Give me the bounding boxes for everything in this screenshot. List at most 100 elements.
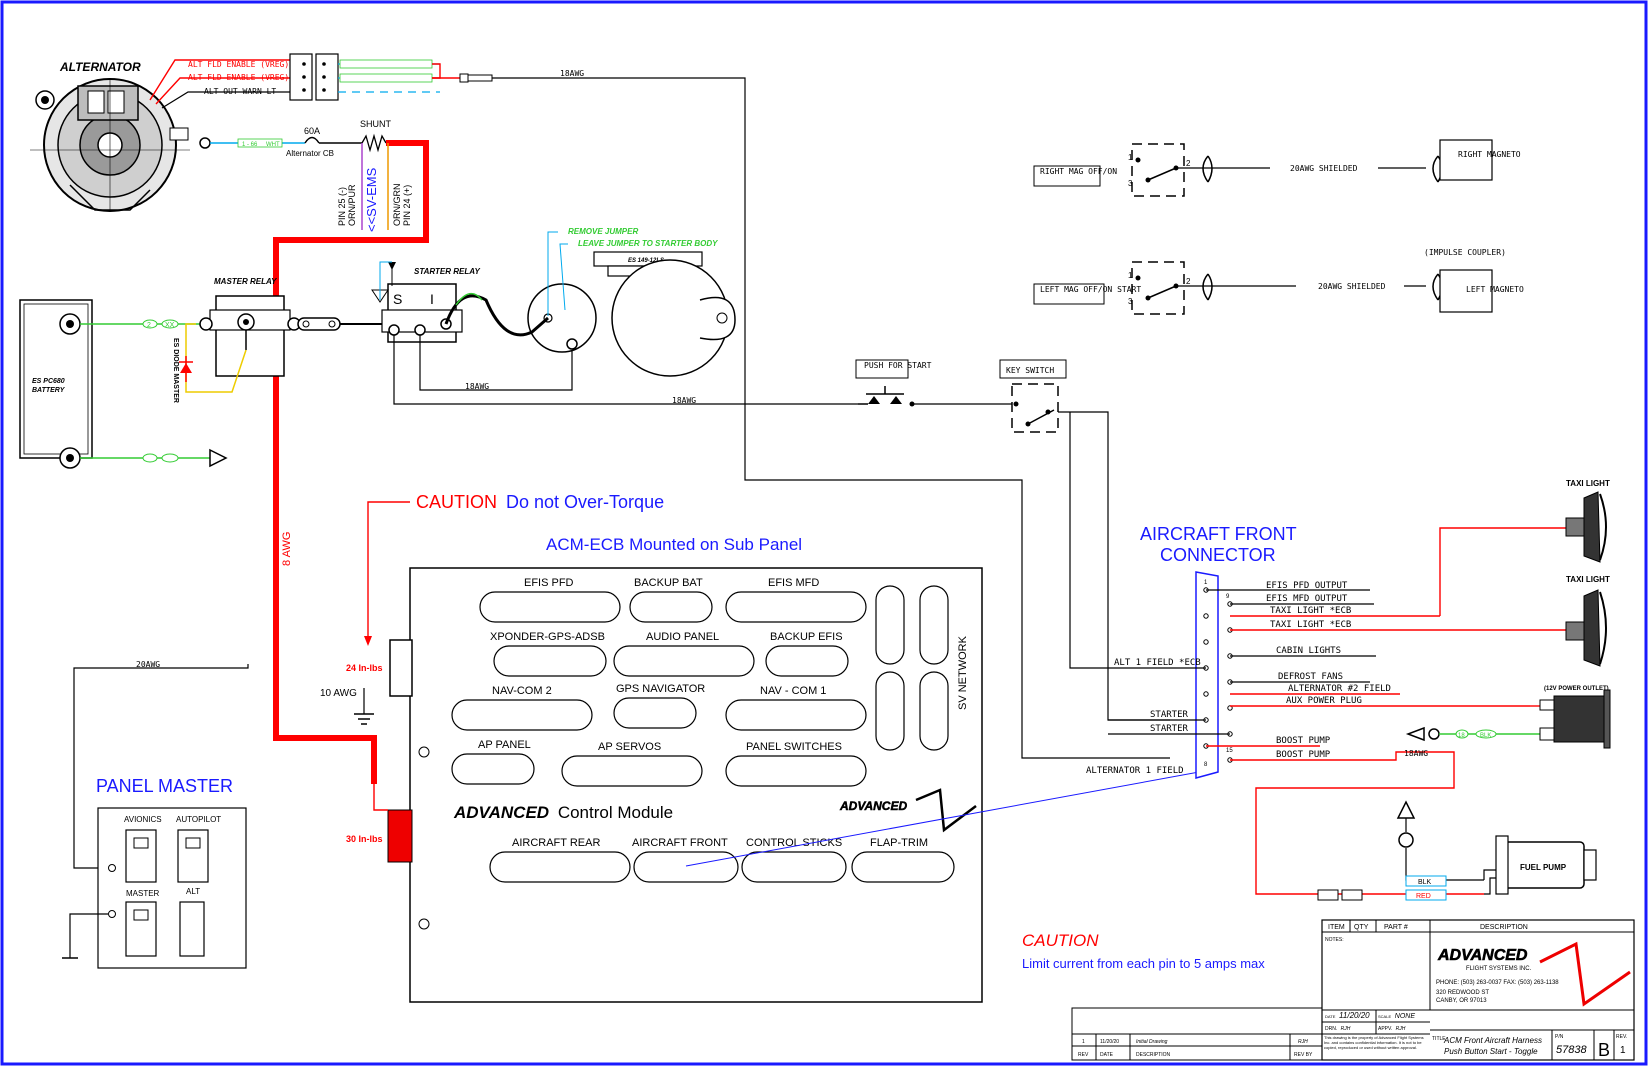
tb-part: PART # <box>1384 924 1408 931</box>
tb-title-2: Push Button Start - Toggle <box>1444 1047 1538 1056</box>
right-mag-switch-label-box <box>1033 165 1101 187</box>
ground-10awg: 10 AWG <box>320 688 357 699</box>
push-start-button <box>858 386 1012 407</box>
panel-master-box <box>97 807 247 969</box>
battery-name: ES PC680 <box>32 378 65 385</box>
conn-efis-pfd: EFIS PFD <box>524 577 574 589</box>
fc-starter-2: STARTER <box>1150 724 1189 734</box>
alt-wire-tag-2: WHT <box>266 142 280 148</box>
ground-arrow-fuel <box>1396 800 1416 819</box>
fc-starter-1: STARTER <box>1150 710 1189 720</box>
alt-fld-enable-1: ALT FLD ENABLE (VREG) <box>188 60 289 69</box>
fc-taxi-1: TAXI LIGHT *ECB <box>1270 606 1351 616</box>
tb-pn-label: P/N <box>1555 1034 1564 1040</box>
starter-model: ES 149-12LS <box>628 258 664 264</box>
master-relay-title: MASTER RELAY <box>214 277 277 286</box>
conn-gps-nav: GPS NAVIGATOR <box>616 683 705 695</box>
left-mag-pin2: 2 <box>1186 277 1191 286</box>
right-mag-pin2: 2 <box>1186 159 1191 168</box>
outlet-tag-18: 18 <box>1458 733 1465 739</box>
fc-aux-power: AUX POWER PLUG <box>1286 696 1362 706</box>
tb-addr2: CANBY, OR 97013 <box>1436 998 1487 1004</box>
shunt-title: SHUNT <box>360 119 392 129</box>
left-mag-switch <box>1131 261 1185 315</box>
master-relay-icon <box>215 295 285 377</box>
fc-defrost: DEFROST FANS <box>1278 672 1343 682</box>
conn-xponder: XPONDER-GPS-ADSB <box>490 631 605 643</box>
acm-connectors: EFIS PFD BACKUP BAT EFIS MFD XPONDER-GPS… <box>451 577 977 883</box>
fc-pin15: 15 <box>1226 748 1233 754</box>
tb-drn: DRN. RJH <box>1325 1026 1351 1032</box>
diode-label: ES DIODE MASTER <box>172 338 179 403</box>
taxi-light-2-label: TAXI LIGHT <box>1566 575 1610 584</box>
fc-cabin: CABIN LIGHTS <box>1276 646 1341 656</box>
caution-current-text: Limit current from each pin to 5 amps ma… <box>1022 956 1265 971</box>
caution-torque: CAUTION Do not Over-Torque <box>416 492 664 512</box>
power-outlet-label: (12V POWER OUTLET) <box>1544 686 1609 692</box>
fc-pin8: 8 <box>1204 762 1208 768</box>
terminal-block-left <box>289 53 313 101</box>
tb-logo <box>1539 941 1631 1007</box>
switch-alt[interactable] <box>179 901 205 957</box>
key-switch-icon <box>1011 383 1059 433</box>
batt-tag-2: 2 <box>147 322 151 329</box>
starter-wire-18awg-1: 18AWG <box>465 382 489 391</box>
front-connector-link <box>685 769 1211 867</box>
fc-taxi-2: TAXI LIGHT *ECB <box>1270 620 1351 630</box>
pm-avionics: AVIONICS <box>124 815 162 824</box>
tb-rev: 1 <box>1620 1045 1626 1056</box>
torque-30: 30 In-lbs <box>346 834 383 844</box>
front-connector-pins <box>1203 587 1233 763</box>
panel-master-title: PANEL MASTER <box>96 776 233 796</box>
tb-col-desc: DESCRIPTION <box>1136 1052 1171 1058</box>
diode-symbol <box>180 363 192 373</box>
left-mag-wire: 20AWG SHIELDED <box>1318 282 1386 291</box>
taxi-light-2-icon <box>1565 589 1607 667</box>
sv-network: SV NETWORK <box>957 635 969 710</box>
tb-scale: SCALE NONE <box>1378 1013 1415 1020</box>
tb-size: B <box>1598 1040 1610 1060</box>
tb-company-sub: FLIGHT SYSTEMS INC. <box>1466 966 1532 972</box>
battery-label: BATTERY <box>32 387 66 394</box>
starter-s: S <box>393 291 402 307</box>
fc-pin1: 1 <box>1204 580 1208 586</box>
alt-wire-18awg: 18AWG <box>560 69 584 78</box>
right-magneto-box <box>1439 139 1493 181</box>
tb-pn: 57838 <box>1556 1044 1587 1056</box>
fc-alt1-field: ALT 1 FIELD *ECB <box>1114 658 1201 668</box>
starter-relay-title: STARTER RELAY <box>414 267 480 276</box>
tb-disclaimer: This drawing is the property of Advanced… <box>1324 1035 1424 1050</box>
remove-jumper: REMOVE JUMPER <box>568 227 638 236</box>
acm-stud-bottom <box>387 809 413 863</box>
tb-col-date: DATE <box>1100 1052 1114 1058</box>
right-magneto-label: RIGHT MAGNETO <box>1458 150 1521 159</box>
pm-alt: ALT <box>186 887 200 896</box>
tb-company: ADVANCED <box>1437 947 1528 964</box>
starter-wire-18awg-2: 18AWG <box>672 396 696 405</box>
acm-title: ACM-ECB Mounted on Sub Panel <box>546 535 802 554</box>
tb-rev-desc: Initial Drawing <box>1136 1039 1168 1045</box>
left-mag-switch-label: LEFT MAG OFF/ON START <box>1040 285 1141 294</box>
conn-nav-com1: NAV - COM 1 <box>760 685 826 697</box>
module-name: ADVANCED Control Module <box>453 803 673 822</box>
conn-audio-panel: AUDIO PANEL <box>646 631 719 643</box>
alt-wire-tag-1: 1 - 66 <box>242 142 258 148</box>
tb-appv: APPV. RJH <box>1378 1026 1406 1032</box>
conn-aircraft-rear: AIRCRAFT REAR <box>512 837 600 849</box>
fc-boost-2: BOOST PUMP <box>1276 750 1331 760</box>
right-mag-pin1: 1 <box>1128 153 1133 162</box>
tb-title-1: ACM Front Aircraft Harness <box>1443 1036 1542 1045</box>
pm-master: MASTER <box>126 889 160 898</box>
tb-col-rev: REV <box>1078 1052 1089 1058</box>
front-connector-shell <box>1195 571 1219 779</box>
fc-efis-mfd-out: EFIS MFD OUTPUT <box>1266 594 1348 604</box>
tb-notes: NOTES: <box>1325 937 1344 943</box>
alt-cb-rating: 60A <box>304 126 320 136</box>
fc-alt2-field: ALTERNATOR #2 FIELD <box>1288 684 1391 694</box>
pm-autopilot: AUTOPILOT <box>176 815 221 824</box>
taxi-light-1-icon <box>1565 491 1607 563</box>
tb-rev-date: 11/20/20 <box>1100 1039 1119 1045</box>
conn-backup-bat: BACKUP BAT <box>634 577 703 589</box>
left-mag-switch-label-box <box>1033 283 1105 305</box>
